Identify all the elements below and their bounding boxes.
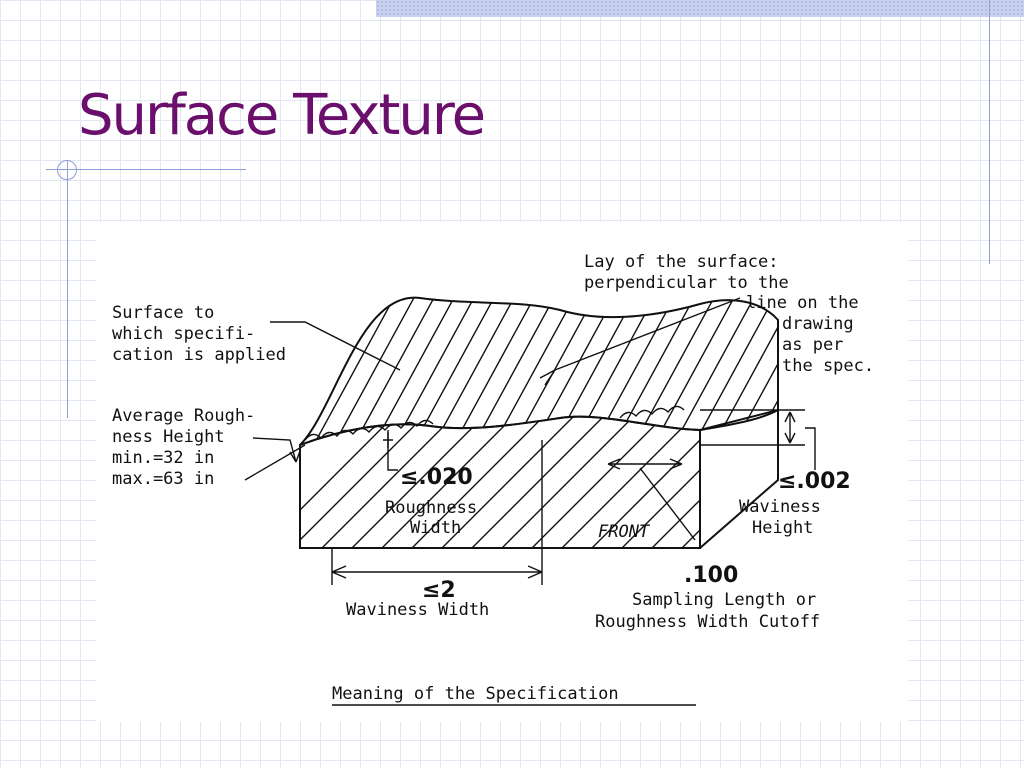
figure-caption: Meaning of the Specification (332, 684, 619, 704)
label-lay-line6: the spec. (782, 356, 874, 376)
label-avg-line3: min.=32 in (112, 448, 214, 468)
front-face (299, 415, 701, 549)
surface-texture-diagram: Surface to which specifi- cation is appl… (96, 222, 908, 722)
label-lay-line5: as per (782, 335, 843, 355)
waviness-width-value: ≤2 (422, 578, 456, 603)
top-decorative-band (376, 0, 1024, 17)
accent-ring (57, 160, 77, 180)
slide-title: Surface Texture (78, 83, 486, 148)
label-avg-line2: ness Height (112, 427, 225, 447)
roughness-bumps (304, 405, 685, 441)
waviness-width-label: Waviness Width (346, 600, 489, 620)
label-avg-line4: max.=63 in (112, 469, 214, 489)
sampling-line2: Roughness Width Cutoff (595, 612, 820, 632)
front-label: FRONT (598, 522, 651, 542)
waviness-height-line2: Height (752, 518, 813, 538)
title-underline (46, 169, 246, 170)
waviness-height-line1: Waviness (739, 497, 821, 517)
left-accent-line (67, 160, 68, 418)
label-surface-line3: cation is applied (112, 345, 286, 365)
waviness-height-value: ≤.002 (778, 469, 851, 494)
sampling-line1: Sampling Length or (632, 590, 816, 610)
label-avg-line1: Average Rough- (112, 406, 255, 426)
label-lay-line4: drawing (782, 314, 854, 334)
roughness-width-value: ≤.020 (400, 465, 473, 490)
label-lay-line3: line on the (746, 293, 859, 313)
right-accent-line (989, 0, 990, 264)
label-surface-line1: Surface to (112, 303, 214, 323)
sampling-value: .100 (684, 563, 738, 588)
leader-lines (244, 297, 816, 585)
label-surface-line2: which specifi- (112, 324, 255, 344)
label-lay-line1: Lay of the surface: (584, 252, 778, 272)
roughness-width-line2: Width (410, 518, 461, 538)
label-lay-line2: perpendicular to the (584, 273, 789, 293)
roughness-width-line1: Roughness (385, 498, 477, 518)
